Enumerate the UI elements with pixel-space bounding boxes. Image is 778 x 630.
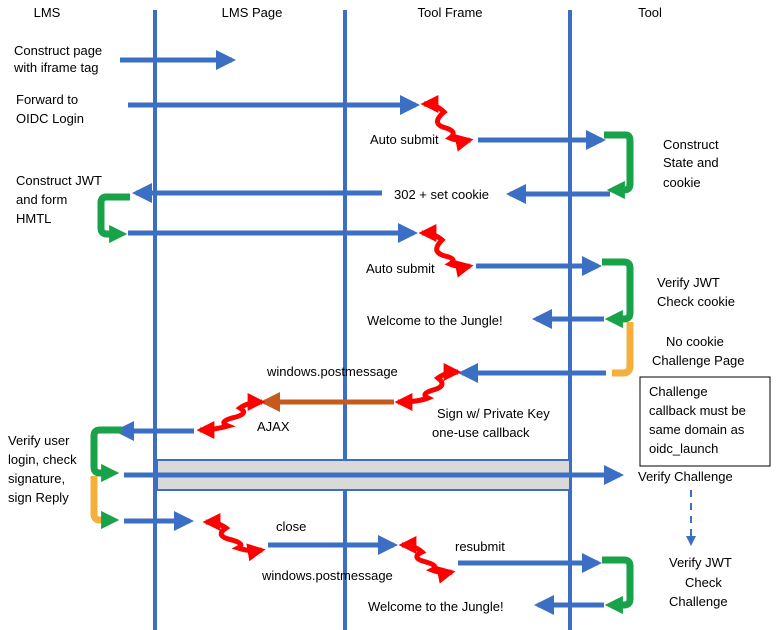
label-no-cookie-1: No cookie (666, 334, 724, 349)
browser-hop-6 (398, 536, 456, 584)
lane-header-lms: LMS (34, 5, 61, 20)
label-ajax: AJAX (257, 419, 290, 434)
label-verify-challenge: Verify Challenge (638, 469, 733, 484)
process-loop-verify-jwt (602, 258, 634, 329)
label-verify-jwt-challenge-2: Check (685, 575, 722, 590)
label-sign-private-key-1: Sign w/ Private Key (437, 406, 550, 421)
challenge-note-line-4: oidc_launch (649, 441, 718, 456)
lane-header-lms-page: LMS Page (222, 5, 283, 20)
label-close: close (276, 519, 306, 534)
label-sign-private-key-2: one-use callback (432, 425, 530, 440)
label-verify-jwt-cookie-1: Verify JWT (657, 275, 720, 290)
label-auto-submit-2: Auto submit (366, 261, 435, 276)
label-verify-jwt-challenge-3: Challenge (669, 594, 728, 609)
label-forward-oidc-1: Forward to (16, 92, 78, 107)
label-construct-state-1: Construct (663, 137, 719, 152)
challenge-note-box (639, 376, 771, 467)
challenge-note-line-1: Challenge (649, 384, 708, 399)
label-verify-jwt-cookie-2: Check cookie (657, 294, 735, 309)
alt-branch-no-cookie (612, 322, 634, 377)
label-verify-user-1: Verify user (8, 433, 70, 448)
browser-hop-4 (196, 393, 266, 439)
challenge-note-line-3: same domain as (649, 422, 745, 437)
label-forward-oidc-2: OIDC Login (16, 111, 84, 126)
label-no-cookie-2: Challenge Page (652, 353, 745, 368)
browser-hop-5 (202, 513, 266, 562)
label-construct-page-1: Construct page (14, 43, 102, 58)
process-loop-construct-jwt (97, 193, 130, 244)
lane-header-tool-frame: Tool Frame (417, 5, 482, 20)
label-construct-state-2: State and (663, 155, 719, 170)
label-verify-user-3: signature, (8, 471, 65, 486)
label-set-cookie: 302 + set cookie (394, 187, 489, 202)
label-welcome-2: Welcome to the Jungle! (368, 599, 504, 614)
label-construct-page-2: with iframe tag (13, 60, 99, 75)
challenge-note-line-2: callback must be (649, 403, 746, 418)
label-auto-submit-1: Auto submit (370, 132, 439, 147)
process-loop-verify-user (90, 426, 122, 483)
label-postmessage-1: windows.postmessage (266, 364, 398, 379)
label-postmessage-2: windows.postmessage (261, 568, 393, 583)
label-construct-jwt-1: Construct JWT (16, 173, 102, 188)
browser-hop-3 (394, 363, 462, 411)
label-resubmit: resubmit (455, 539, 505, 554)
alt-branch-verify-user (90, 476, 120, 530)
label-construct-state-3: cookie (663, 175, 701, 190)
label-verify-user-2: login, check (8, 452, 77, 467)
label-verify-user-4: sign Reply (8, 490, 69, 505)
dashed-challenge-head (686, 536, 696, 546)
label-construct-jwt-2: and form (16, 192, 67, 207)
browser-hop-1 (420, 95, 474, 152)
browser-hop-2 (418, 224, 474, 278)
process-loop-verify-challenge (602, 556, 634, 615)
label-verify-jwt-challenge-1: Verify JWT (669, 555, 732, 570)
label-welcome-1: Welcome to the Jungle! (367, 313, 503, 328)
lane-header-tool: Tool (638, 5, 662, 20)
label-construct-jwt-3: HMTL (16, 211, 51, 226)
process-loop-construct-state (604, 131, 634, 200)
